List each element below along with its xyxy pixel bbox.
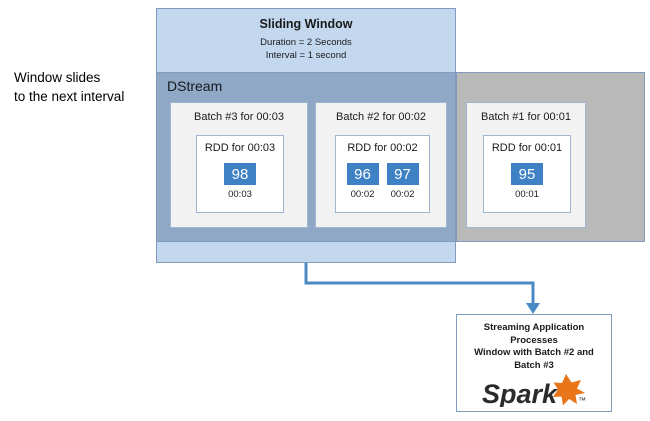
streaming-application-text: Streaming Application Processes Window w… [474,322,594,371]
rdd-cells: 95 00:01 [484,163,570,200]
streaming-application-box: Streaming Application Processes Window w… [456,314,612,412]
dstream-label: DStream [167,78,223,94]
rdd-box-2: RDD for 00:02 96 00:02 97 00:02 [335,135,430,213]
rdd-title: RDD for 00:02 [347,142,418,154]
batch-box-2: Batch #2 for 00:02 RDD for 00:02 96 00:0… [315,102,447,228]
batch-box-3: Batch #3 for 00:03 RDD for 00:03 98 00:0… [170,102,308,228]
rdd-cell-timestamp: 00:01 [515,189,539,200]
rdd-cell: 96 00:02 [346,163,379,200]
rdd-cell-value: 96 [346,163,379,185]
sliding-window-title: Sliding Window [259,17,353,31]
rdd-cell-timestamp: 00:03 [228,189,252,200]
rdd-title: RDD for 00:01 [491,142,563,154]
window-slides-caption: Window slides to the next interval [14,70,125,104]
sliding-window-params: Duration = 2 Seconds Interval = 1 second [260,37,352,61]
rdd-cells: 98 00:03 [197,163,283,200]
rdd-cell-value: 98 [224,163,256,185]
batch-title: Batch #3 for 00:03 [194,111,284,123]
rdd-cell-value: 97 [386,163,419,185]
rdd-cell-value: 95 [511,163,543,185]
spark-logo: Spark ™ [457,373,611,407]
batch-box-1: Batch #1 for 00:01 RDD for 00:01 95 00:0… [466,102,586,228]
rdd-cell: 97 00:02 [386,163,419,200]
rdd-cell-timestamp: 00:02 [390,189,415,200]
rdd-title: RDD for 00:03 [204,142,276,154]
rdd-cells: 96 00:02 97 00:02 [336,163,429,200]
rdd-box-3: RDD for 00:03 98 00:03 [196,135,284,213]
batch-title: Batch #2 for 00:02 [336,111,426,123]
rdd-box-1: RDD for 00:01 95 00:01 [483,135,571,213]
rdd-cell: 95 00:01 [511,163,543,200]
rdd-cell-timestamp: 00:02 [350,189,375,200]
svg-text:Spark: Spark [482,379,559,407]
svg-text:™: ™ [578,396,586,405]
rdd-cell: 98 00:03 [224,163,256,200]
batch-title: Batch #1 for 00:01 [481,111,571,123]
spark-logo-icon: Spark ™ [482,374,586,407]
